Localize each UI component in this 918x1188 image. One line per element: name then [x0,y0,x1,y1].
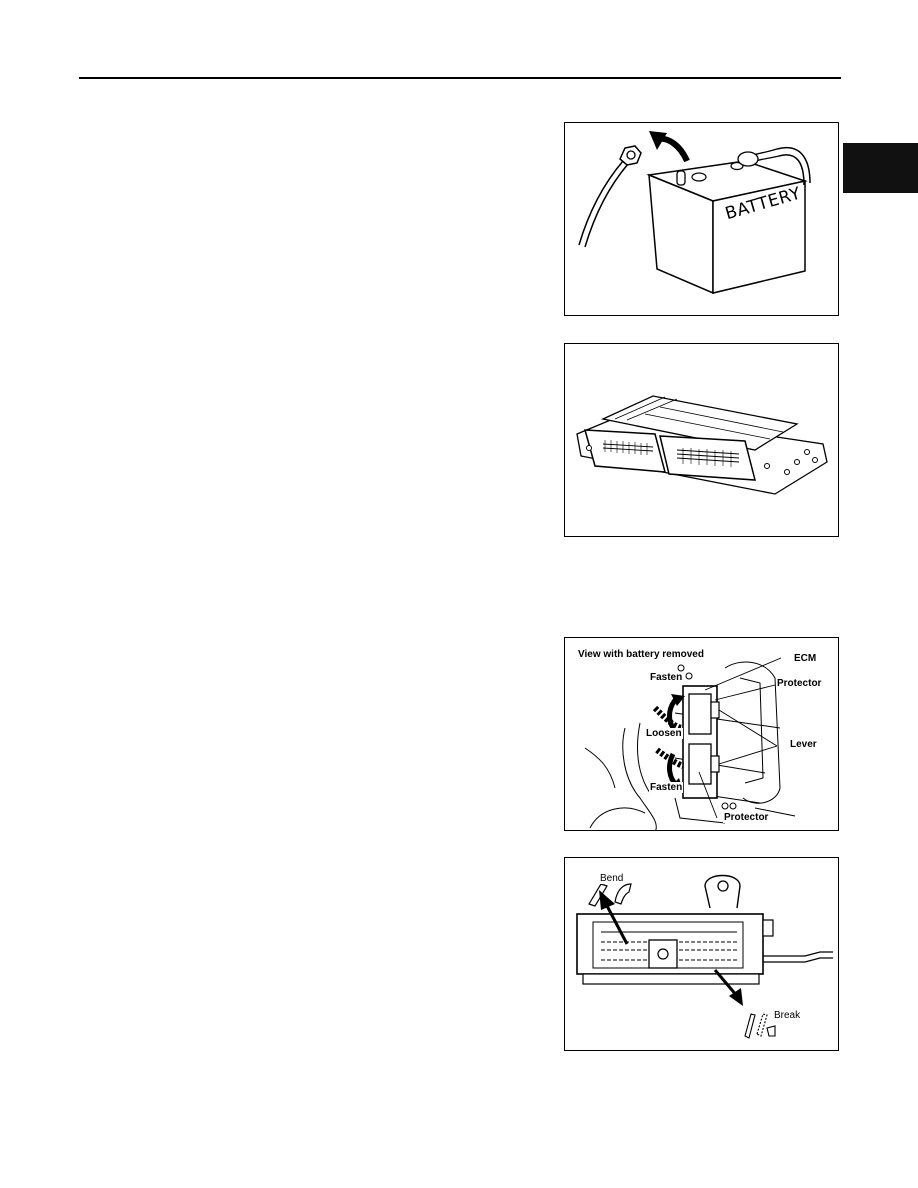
bend-label: Bend [599,873,625,884]
header-rule [79,77,841,79]
battery-illustration [578,131,811,295]
protector-tab-illustration [576,874,833,1039]
ecm-unit-illustration [576,395,828,495]
protector-tab-figure: Bend Break [564,857,839,1051]
break-label: Break [773,1010,802,1021]
ecm-location-figure: View with battery removed ECM Protector … [564,637,839,831]
ecm-label: ECM [793,653,818,664]
ecm-unit-figure [564,343,839,537]
protector-top-label: Protector [776,678,823,689]
protector-bottom-label: Protector [723,812,770,823]
loosen-label: Loosen [645,728,683,739]
section-tab [843,143,918,193]
fasten-top-label: Fasten [649,672,684,683]
fasten-bottom-label: Fasten [649,782,684,793]
lever-label: Lever [789,739,818,750]
battery-figure: BATTERY [564,122,839,316]
ecm-location-illustration [584,657,796,830]
view-title: View with battery removed [577,649,705,660]
